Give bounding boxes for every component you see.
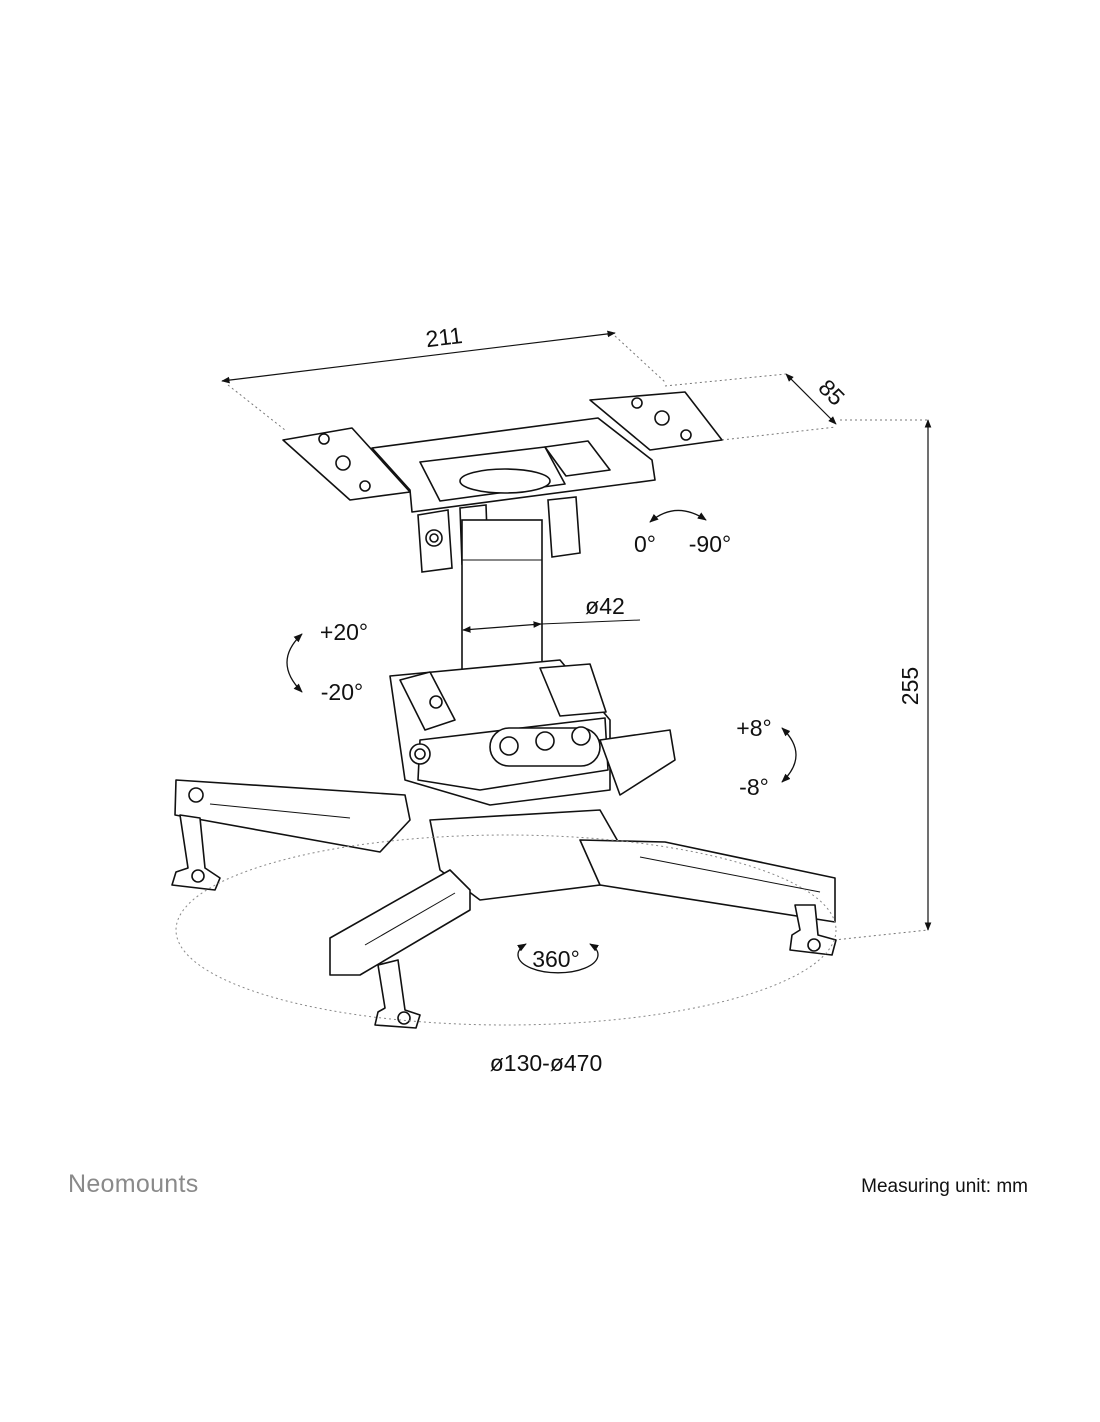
- width-label: 211: [424, 322, 464, 352]
- rotation-top: 0° -90°: [634, 509, 731, 557]
- tilt-top-a-label: 0°: [634, 531, 656, 557]
- tilt-side-up-label: +20°: [320, 619, 368, 645]
- pole-diameter-dimension: ø42: [462, 593, 641, 633]
- measuring-unit-note: Measuring unit: mm: [861, 1176, 1028, 1197]
- bracket-diameter-label: ø130-ø470: [490, 1050, 603, 1076]
- rotation-full-label: 360°: [532, 946, 580, 972]
- rotation-side: +20° -20°: [286, 619, 368, 705]
- width-dimension: 211: [221, 322, 666, 431]
- swivel-down-label: -8°: [739, 774, 769, 800]
- height-dimension: 255: [833, 419, 932, 941]
- tilt-side-down-label: -20°: [321, 679, 363, 705]
- rotation-full: 360°: [517, 943, 599, 974]
- brand-logo: Neomounts: [68, 1170, 199, 1198]
- spider-bracket: [171, 729, 837, 1029]
- tilt-top-b-label: -90°: [689, 531, 731, 557]
- swivel-up-label: +8°: [736, 715, 771, 741]
- ceiling-plate: [282, 391, 723, 513]
- rotation-swivel: +8° -8°: [736, 715, 797, 800]
- bracket-range-ellipse: [175, 834, 837, 1026]
- pole-diameter-label: ø42: [585, 593, 625, 619]
- height-label: 255: [897, 667, 923, 705]
- depth-label: 85: [813, 374, 849, 410]
